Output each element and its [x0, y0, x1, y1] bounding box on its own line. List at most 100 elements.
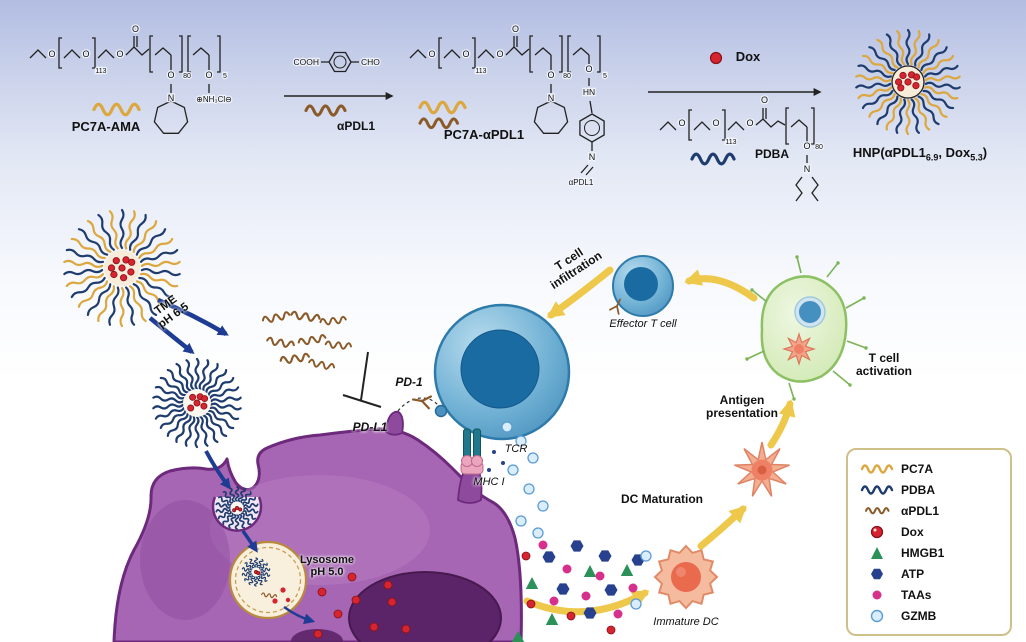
- svg-text:O: O: [547, 70, 554, 80]
- pc7a-wave-icon: [418, 100, 467, 115]
- legend-item-taas: TAAs: [860, 585, 998, 604]
- tme-arrows: [148, 297, 316, 625]
- pdl1-receptor: [385, 410, 404, 436]
- released-apdl1: [261, 310, 353, 372]
- t-cell: [342, 303, 571, 475]
- apdl1-wave-icon: [864, 506, 890, 514]
- gzmb-particles: [630, 550, 652, 610]
- dox-dot-icon: [870, 525, 884, 538]
- svg-text:CHO: CHO: [361, 57, 380, 67]
- legend-label: GZMB: [901, 608, 937, 623]
- hnp-micelle: [855, 28, 961, 136]
- effector-nucleus: [624, 267, 658, 301]
- svg-text:⊕NH₃Cl⊖: ⊕NH₃Cl⊖: [196, 95, 232, 104]
- svg-text:N: N: [548, 93, 555, 103]
- pdba-label: PDBA: [754, 147, 789, 161]
- legend-label: HMGB1: [901, 545, 945, 560]
- damps: [511, 540, 652, 642]
- svg-text:O: O: [205, 70, 212, 80]
- svg-text:80: 80: [563, 73, 571, 80]
- svg-text:O: O: [116, 49, 123, 59]
- svg-text:O: O: [585, 64, 592, 74]
- svg-text:N: N: [804, 164, 811, 174]
- pdba-wave-icon: [860, 484, 894, 495]
- legend-item-atp: ATP: [860, 564, 998, 583]
- svg-text:113: 113: [725, 139, 736, 146]
- hmgb1-triangle-icon: [871, 546, 883, 559]
- taas-dot-icon: [872, 590, 882, 599]
- svg-text:O: O: [803, 141, 810, 151]
- structure-pdba: [659, 107, 819, 202]
- infiltration-arrow: [546, 266, 614, 319]
- lysosome: [228, 540, 308, 620]
- structure-pc7a-ama: [29, 35, 221, 134]
- tumor-cell: [112, 410, 523, 642]
- reaction-arrow-1: [284, 51, 394, 100]
- atp-particles: [542, 540, 645, 619]
- structure-pc7a-apdl1: [409, 35, 605, 176]
- dendrite-spikes: [746, 256, 867, 400]
- legend-label: ATP: [901, 566, 925, 581]
- legend-label: PDBA: [901, 482, 936, 497]
- gzmb-granules: [501, 421, 549, 539]
- dissociating-micelle: [152, 357, 242, 449]
- mhc-label: MHC I: [473, 476, 505, 488]
- effector-t-cell: [609, 255, 674, 317]
- legend-item-apdl1: αPDL1: [860, 501, 998, 520]
- pc7a-wave-icon: [92, 102, 141, 117]
- atp-hexagon-icon: [871, 568, 883, 579]
- lysosome-micelle: [241, 557, 271, 587]
- legend-label: Dox: [901, 524, 924, 539]
- apdl1-antibody-icon: [410, 392, 433, 410]
- legend-item-hmgb1: HMGB1: [860, 543, 998, 562]
- effector-t-cell-label: Effector T cell: [609, 318, 677, 330]
- svg-text:COOH: COOH: [294, 57, 320, 67]
- pd1-label: PD-1: [395, 375, 423, 389]
- gzmb-circle-icon: [870, 609, 884, 622]
- activating-t-cell: [796, 298, 824, 326]
- immature-dc-label: Immature DC: [653, 616, 719, 628]
- inhibition-bar: [342, 351, 382, 408]
- svg-text:5: 5: [603, 73, 607, 80]
- endocytosed-micelle: [215, 486, 259, 530]
- svg-text:O: O: [167, 70, 174, 80]
- svg-text:N: N: [168, 93, 175, 103]
- svg-text:O: O: [82, 49, 89, 59]
- svg-text:O: O: [746, 118, 753, 128]
- svg-text:O: O: [462, 49, 469, 59]
- legend-item-dox: Dox: [860, 522, 998, 541]
- legend-item-gzmb: GZMB: [860, 606, 998, 625]
- pd1-receptor: [434, 404, 448, 418]
- svg-text:αPDL1: αPDL1: [569, 178, 594, 187]
- svg-text:80: 80: [815, 144, 823, 151]
- apdl1-label: αPDL1: [336, 119, 376, 133]
- svg-text:80: 80: [183, 73, 191, 80]
- blocked-interaction-line: [397, 397, 439, 412]
- mechanism: [63, 208, 868, 642]
- hmgb1-particles: [511, 564, 634, 642]
- svg-text:O: O: [761, 95, 768, 105]
- released-dox-dots: [313, 572, 411, 639]
- svg-text:O: O: [132, 24, 139, 34]
- tumor-nucleus: [348, 571, 502, 642]
- immature-dc: [653, 544, 719, 610]
- svg-text:O: O: [428, 49, 435, 59]
- svg-text:113: 113: [95, 68, 106, 75]
- svg-text:O: O: [678, 118, 685, 128]
- dc-maturation-label: DC Maturation: [621, 492, 703, 506]
- antigen-presentation-arrow: [767, 399, 796, 449]
- dc-maturation-arrow: [697, 505, 747, 550]
- svg-text:5: 5: [223, 73, 227, 80]
- activation-to-effector-arrow: [684, 269, 758, 302]
- taa-particles: [538, 540, 638, 619]
- apdl1-wave-icon: [304, 104, 347, 117]
- legend-item-pdba: PDBA: [860, 480, 998, 499]
- pc7a-wave-icon: [860, 463, 894, 474]
- hnp-label: HNP(αPDL16.9, Dox5.3): [852, 145, 988, 163]
